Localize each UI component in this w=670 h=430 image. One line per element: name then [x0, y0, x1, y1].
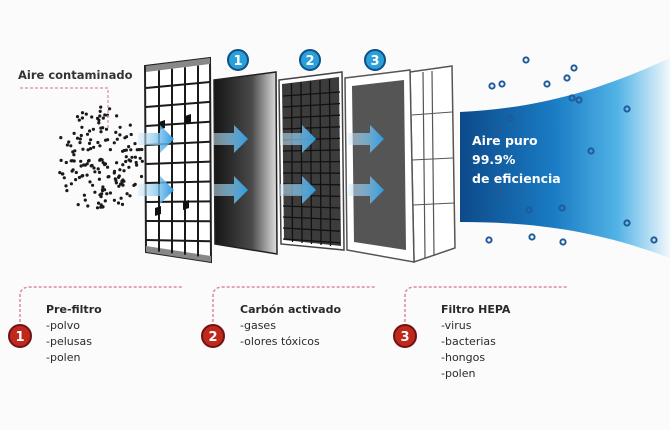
filter-title: Carbón activado	[240, 303, 342, 316]
airflow-arrow	[280, 176, 316, 204]
filter-item: -virus	[441, 319, 472, 332]
airflow-arrow	[138, 125, 174, 153]
filter-item: -polvo	[46, 319, 80, 332]
filter-item: -pelusas	[46, 335, 92, 348]
air-particle	[623, 219, 631, 227]
air-particle	[570, 64, 578, 72]
top-badge-1: 1	[227, 49, 249, 71]
airflow-arrow	[212, 125, 248, 153]
callout-line-3	[404, 286, 567, 322]
airflow-arrow	[138, 176, 174, 204]
top-badge-1-number: 1	[233, 54, 242, 69]
air-particle	[498, 80, 506, 88]
filter-title: Pre-filtro	[46, 303, 102, 316]
air-particle	[506, 114, 514, 122]
filter-badge-2-number: 2	[208, 330, 217, 345]
filter-description-2: Carbón activado -gases -olores tóxicos	[240, 302, 341, 350]
filter-item: -polen	[441, 367, 476, 380]
air-particle	[528, 233, 536, 241]
air-particle	[563, 74, 571, 82]
air-particle	[568, 94, 576, 102]
clean-air-particles	[485, 56, 658, 246]
air-particle	[494, 126, 502, 134]
filter-badge-1-number: 1	[15, 330, 24, 345]
mesh-filter-panel	[278, 71, 345, 251]
filter-description-3: Filtro HEPA -virus -bacterias -hongos -p…	[441, 302, 510, 382]
top-badge-3-number: 3	[370, 54, 379, 69]
clean-air-text: Aire puro 99.9% de eficiencia	[472, 131, 561, 188]
air-particle	[488, 82, 496, 90]
airflow-arrow	[212, 176, 248, 204]
top-badge-2-number: 2	[305, 54, 314, 69]
filter-description-1: Pre-filtro -polvo -pelusas -polen	[46, 302, 102, 366]
contaminated-callout-line	[20, 87, 109, 130]
filter-item: -hongos	[441, 351, 486, 364]
airflow-arrows	[138, 125, 384, 204]
hepa-frame	[409, 65, 456, 264]
pre-filter-panel	[143, 56, 213, 264]
filter-item: -olores tóxicos	[240, 335, 320, 348]
airflow-arrow	[280, 125, 316, 153]
carbon-filter-panel	[213, 71, 278, 255]
contaminant-particles	[58, 105, 144, 210]
filter-title: Filtro HEPA	[441, 303, 511, 316]
filter-item: -gases	[240, 319, 276, 332]
air-particle	[575, 96, 583, 104]
contaminated-air-label: Aire contaminado	[18, 68, 133, 82]
filter-badge-2: 2	[201, 324, 225, 348]
air-particle	[650, 236, 658, 244]
air-particle	[558, 204, 566, 212]
filter-item: -polen	[46, 351, 81, 364]
top-badge-3: 3	[364, 49, 386, 71]
air-particle	[543, 80, 551, 88]
filter-badge-3-number: 3	[400, 330, 409, 345]
callout-line-2	[212, 286, 375, 322]
clean-air-efficiency: 99.9%	[472, 152, 516, 167]
clean-air-line-3: de eficiencia	[472, 171, 561, 186]
callout-line-1	[19, 286, 182, 322]
clean-air-line-1: Aire puro	[472, 133, 538, 148]
air-particle	[559, 238, 567, 246]
clean-air-stream	[460, 58, 670, 258]
filter-badge-3: 3	[393, 324, 417, 348]
air-particle	[522, 56, 530, 64]
airflow-arrow	[348, 125, 384, 153]
top-badge-2: 2	[299, 49, 321, 71]
air-particle	[525, 206, 533, 214]
filter-badge-1: 1	[8, 324, 32, 348]
air-particle	[587, 147, 595, 155]
hepa-filter-panel	[344, 69, 415, 263]
air-particle	[623, 105, 631, 113]
airflow-arrow	[348, 176, 384, 204]
air-particle	[485, 236, 493, 244]
air-particle	[495, 188, 503, 196]
filter-item: -bacterias	[441, 335, 496, 348]
